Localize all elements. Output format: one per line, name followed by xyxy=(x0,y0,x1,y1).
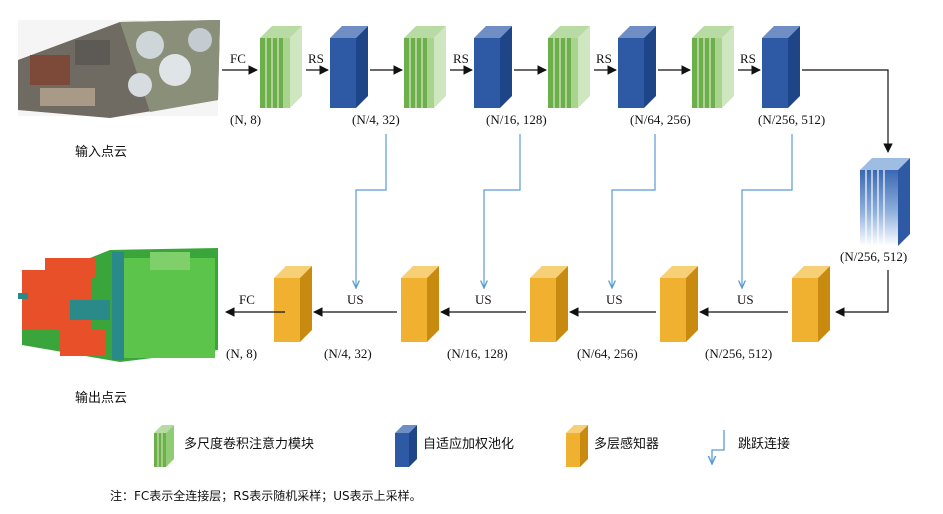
mlp-block-5 xyxy=(274,266,312,342)
legend-attention-label: 多尺度卷积注意力模块 xyxy=(184,436,314,452)
legend-skip-label: 跳跃连接 xyxy=(738,436,790,452)
footnote: 注：FC表示全连接层；RS表示随机采样；US表示上采样。 xyxy=(110,488,422,503)
output-point-cloud-image xyxy=(18,248,218,362)
skip-connection-1 xyxy=(356,134,387,288)
rs-label-1: RS xyxy=(308,51,324,66)
mlp-block-4 xyxy=(401,266,439,342)
pooling-block-4 xyxy=(762,26,800,108)
us-label-3: US xyxy=(606,292,623,307)
attention-block-4 xyxy=(692,26,734,108)
rs-label-2: RS xyxy=(453,51,469,66)
legend-pooling-swatch xyxy=(395,425,417,467)
mlp-block-1 xyxy=(792,266,830,342)
encoder-blocks xyxy=(260,26,800,108)
legend-skip-swatch xyxy=(712,430,725,464)
fc-label-top: FC xyxy=(230,51,246,66)
mlp-block-3 xyxy=(530,266,568,342)
encoder-to-middle-arrow xyxy=(802,69,893,153)
enc-dim-3: (N/64, 256) xyxy=(630,112,691,127)
pooling-block-1 xyxy=(330,26,368,108)
skip-connections xyxy=(356,134,793,288)
output-caption: 输出点云 xyxy=(75,390,127,406)
enc-dim-0: (N, 8) xyxy=(230,112,261,127)
input-caption: 输入点云 xyxy=(75,144,127,160)
mlp-block-2 xyxy=(660,266,698,342)
skip-connection-4 xyxy=(742,134,793,288)
dec-dim-0: (N/256, 512) xyxy=(705,346,772,361)
enc-dim-2: (N/16, 128) xyxy=(486,112,547,127)
pooling-block-2 xyxy=(474,26,512,108)
attention-block-1 xyxy=(260,26,302,108)
rs-label-4: RS xyxy=(740,51,756,66)
decoder-blocks xyxy=(274,266,830,342)
legend-mlp-swatch xyxy=(566,425,588,467)
legend: 多尺度卷积注意力模块 自适应加权池化 多层感知器 跳跃连接 xyxy=(154,425,790,467)
rs-label-3: RS xyxy=(596,51,612,66)
us-label-2: US xyxy=(475,292,492,307)
fc-label-bottom: FC xyxy=(239,292,255,307)
enc-dim-1: (N/4, 32) xyxy=(352,112,400,127)
dec-dim-4: (N, 8) xyxy=(226,346,257,361)
us-label-1: US xyxy=(347,292,364,307)
skip-connection-3 xyxy=(612,134,656,288)
attention-block-2 xyxy=(404,26,446,108)
input-point-cloud-image xyxy=(18,20,220,118)
legend-mlp-label: 多层感知器 xyxy=(594,436,659,452)
dec-dim-1: (N/64, 256) xyxy=(577,346,638,361)
legend-attention-swatch xyxy=(154,425,174,467)
middle-dim: (N/256, 512) xyxy=(840,249,907,264)
attention-block-3 xyxy=(548,26,590,108)
dec-dim-3: (N/4, 32) xyxy=(324,346,372,361)
enc-dim-4: (N/256, 512) xyxy=(758,112,825,127)
middle-block xyxy=(860,158,910,246)
middle-to-decoder-arrow xyxy=(835,270,889,317)
pooling-block-3 xyxy=(618,26,656,108)
skip-connection-2 xyxy=(484,134,521,288)
legend-pooling-label: 自适应加权池化 xyxy=(423,436,514,452)
dec-dim-2: (N/16, 128) xyxy=(447,346,508,361)
us-label-4: US xyxy=(737,292,754,307)
